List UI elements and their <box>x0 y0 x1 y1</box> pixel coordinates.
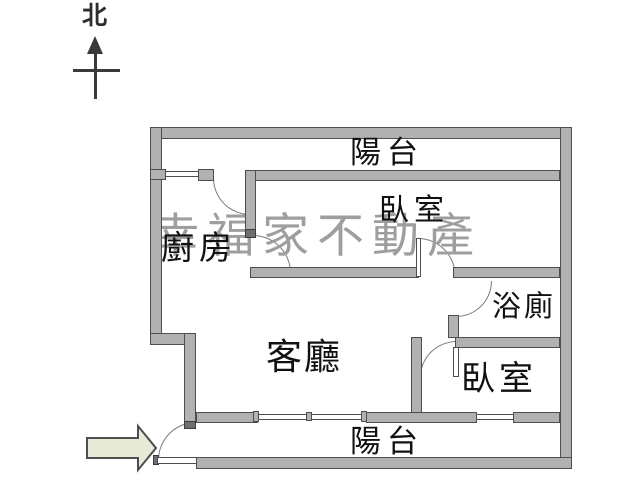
wall-kitchen-door-jamb <box>198 169 214 181</box>
north-crossbar <box>73 69 120 72</box>
door-leaf-bedroom-south <box>416 238 421 277</box>
north-arrow-shaft <box>94 52 97 99</box>
door-arc-bedroom2 <box>420 341 457 377</box>
cap-divider-bottom <box>245 229 256 238</box>
wall-left-lower <box>184 333 196 429</box>
wall-balcony-bottom-a <box>196 412 258 423</box>
wall-kitchen-window-left-block <box>150 169 166 180</box>
wall-bathroom-south <box>455 337 560 348</box>
window-living-south-cap-right <box>361 411 367 422</box>
cap-entry-top <box>184 421 196 429</box>
label-balcony-bottom: 陽台 <box>350 424 424 459</box>
wall-outer-right <box>560 127 572 469</box>
window-bedroom2-south <box>477 414 513 420</box>
wall-balcony-bottom-c <box>513 412 560 423</box>
label-living-room: 客廳 <box>266 337 343 377</box>
entrance-arrow-icon <box>86 423 158 473</box>
north-arrow-icon <box>87 36 103 54</box>
label-balcony-top: 陽台 <box>350 135 424 170</box>
wall-balcony-top <box>250 170 560 181</box>
window-living-south-mullion <box>306 412 312 421</box>
north-label: 北 <box>82 3 108 30</box>
window-living-south-cap-left <box>253 411 259 422</box>
window-kitchen-north <box>166 171 198 177</box>
label-kitchen: 廚房 <box>161 231 237 267</box>
door-leaf-bedroom2 <box>453 347 459 377</box>
wall-bathroom-west-stub <box>448 315 459 338</box>
label-bathroom: 浴廁 <box>492 291 557 323</box>
wall-bedroom-south-west <box>250 267 419 278</box>
label-bedroom-top: 臥室 <box>379 194 449 227</box>
window-living-south <box>258 414 366 420</box>
door-leaf-entry <box>157 457 197 464</box>
label-bedroom-bottom: 臥室 <box>461 361 537 398</box>
door-arc-bathroom <box>456 281 492 317</box>
wall-balcony-bottom-b <box>366 412 477 423</box>
wall-bedroom-south-east <box>453 267 560 278</box>
wall-living-bedroom2-divider <box>411 337 422 417</box>
wall-kitchen-bedroom-divider <box>245 170 256 238</box>
